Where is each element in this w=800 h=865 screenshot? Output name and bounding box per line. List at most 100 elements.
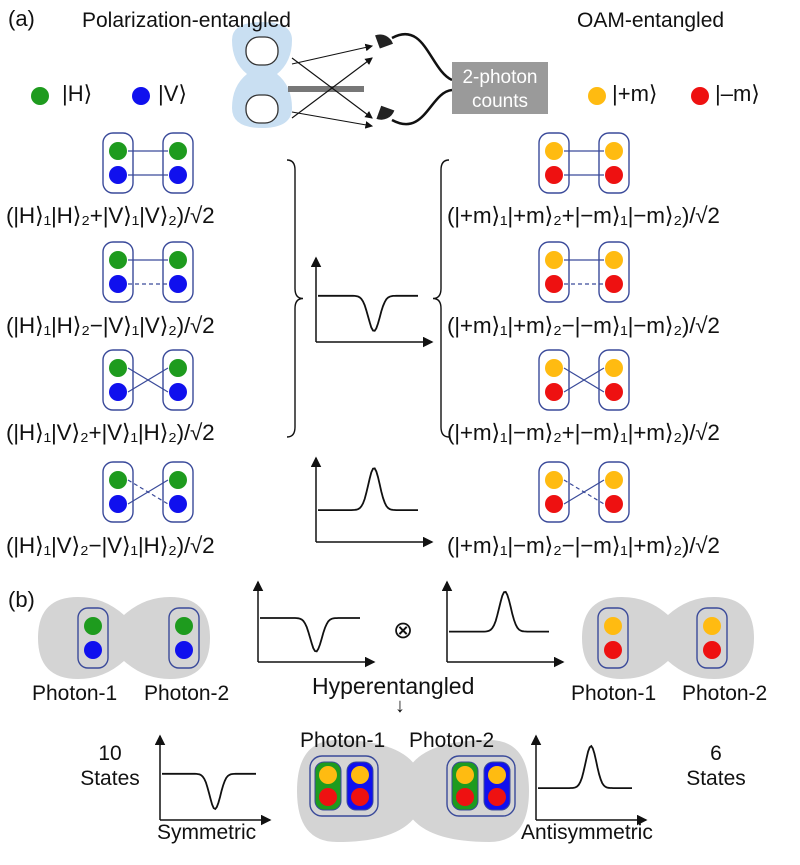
polarization-entangled-title: Polarization-entangled <box>82 9 291 32</box>
pol-phi-plus-photon2-top-dot <box>169 142 187 160</box>
left-photon2-box <box>168 607 200 669</box>
pol-psi-plus-link-cross-2 <box>127 367 169 393</box>
plot-b-symmetric-curve <box>162 772 256 811</box>
antisymmetric-count-unit: States <box>686 767 746 790</box>
symmetric-count-unit: States <box>80 767 140 790</box>
oam-psi-plus-link-cross-2 <box>563 367 605 393</box>
pol-psi-minus-photon2-bottom-dot <box>169 495 187 513</box>
pol-psi-minus-photon1-box <box>102 461 134 523</box>
plot-a-peak-curve <box>318 467 418 511</box>
fiber-bottom <box>391 88 453 126</box>
pol-psi-minus-photon1-bottom-dot <box>109 495 127 513</box>
pol-state-psi-plus: (|H⟩₁|V⟩₂+|V⟩₁|H⟩₂)/√2 <box>6 420 215 445</box>
right-photon1-box <box>597 607 629 669</box>
pol-phi-plus-photon1-bottom-dot <box>109 166 127 184</box>
pol-psi-plus-photon1-box <box>102 349 134 411</box>
legend-V-dot <box>132 87 150 105</box>
oam-phi-minus-photon2-box <box>598 241 630 303</box>
pol-psi-minus-photon2-top-dot <box>169 471 187 489</box>
oam-psi-plus-photon1-top-dot <box>545 359 563 377</box>
plot-b-antisymmetric-curve <box>538 744 632 789</box>
oam-psi-minus-photon1-box <box>538 461 570 523</box>
oam-phi-plus-photon2-top-dot <box>605 142 623 160</box>
panel-a-label: (a) <box>8 6 35 31</box>
hyper-photon1-V-plus-m-dot <box>351 766 369 784</box>
detector-top <box>375 34 394 49</box>
fiber-top <box>391 33 453 82</box>
pol-psi-plus-photon2-bottom-dot <box>169 383 187 401</box>
oam-phi-plus-photon1-box <box>538 132 570 194</box>
pol-state-psi-minus: (|H⟩₁|V⟩₂−|V⟩₁|H⟩₂)/√2 <box>6 533 215 558</box>
legend-V-label: |V⟩ <box>158 81 187 106</box>
right-photon1-label: Photon-1 <box>571 682 657 705</box>
legend-minus-m-label: |–m⟩ <box>715 81 760 106</box>
pol-phi-minus-photon1-top-dot <box>109 251 127 269</box>
hyperentangled-arrow: ↓ <box>395 695 405 717</box>
detector-bottom <box>376 105 395 120</box>
left-photon-pair-shape <box>38 597 210 679</box>
coincidence-counter <box>452 62 548 114</box>
pol-psi-plus-photon2-top-dot <box>169 359 187 377</box>
counter-label-line2: counts <box>472 91 528 112</box>
hyper-photon1-outer-box <box>309 755 379 817</box>
bottom-photon1-label: Photon-1 <box>300 729 386 752</box>
tensor-product-symbol: ⊗ <box>393 617 414 644</box>
left-photon1-box <box>77 607 109 669</box>
pol-phi-plus-photon2-bottom-dot <box>169 166 187 184</box>
oam-psi-minus-photon1-top-dot <box>545 471 563 489</box>
oam-psi-plus-photon2-box <box>598 349 630 411</box>
hyper-photon2-H-minus-m-dot <box>456 788 474 806</box>
right-photon2-box <box>696 607 728 669</box>
right-photon1-plus-m-dot <box>604 617 622 635</box>
hyperentangled-label: Hyperentangled <box>312 673 475 699</box>
source-window-top <box>245 36 279 66</box>
right-photon2-plus-m-dot <box>703 617 721 635</box>
oam-phi-plus-photon1-top-dot <box>545 142 563 160</box>
photon-path-2 <box>291 57 373 119</box>
pol-phi-plus-photon2-box <box>162 132 194 194</box>
hyper-photon2-outer-box <box>446 755 516 817</box>
antisymmetric-count: 6 <box>710 742 722 765</box>
oam-phi-plus-photon1-bottom-dot <box>545 166 563 184</box>
oam-phi-minus-photon2-top-dot <box>605 251 623 269</box>
pol-psi-plus-photon1-bottom-dot <box>109 383 127 401</box>
photon-path-4 <box>291 111 374 129</box>
oam-phi-minus-photon1-bottom-dot <box>545 275 563 293</box>
plot-a-dip-curve <box>318 294 418 332</box>
oam-phi-minus-photon2-bottom-dot <box>605 275 623 293</box>
oam-phi-minus-photon1-top-dot <box>545 251 563 269</box>
pol-phi-minus-photon1-box <box>102 241 134 303</box>
right-brace <box>432 159 450 438</box>
pol-phi-plus-photon1-top-dot <box>109 142 127 160</box>
oam-psi-plus-photon1-bottom-dot <box>545 383 563 401</box>
oam-entangled-title: OAM-entangled <box>577 9 725 32</box>
legend-minus-m-dot <box>691 87 709 105</box>
plot-b-peak-curve <box>449 590 549 633</box>
left-photon1-V-dot <box>84 641 102 659</box>
hyper-photon1-H-minus-m-dot <box>319 788 337 806</box>
right-photon1-minus-m-dot <box>604 641 622 659</box>
left-brace <box>286 159 304 438</box>
oam-state-phi-minus: (|+m⟩₁|+m⟩₂−|−m⟩₁|−m⟩₂)/√2 <box>447 313 720 338</box>
symmetric-label: Symmetric <box>157 821 257 844</box>
legend-plus-m-label: |+m⟩ <box>612 81 658 106</box>
symmetric-count: 10 <box>98 742 122 765</box>
legend-plus-m-dot <box>588 87 606 105</box>
oam-psi-minus-photon2-top-dot <box>605 471 623 489</box>
hyper-photon1-V-minus-m-dot <box>351 788 369 806</box>
pol-phi-plus-photon1-box <box>102 132 134 194</box>
pol-psi-plus-photon1-top-dot <box>109 359 127 377</box>
source-window-bottom <box>245 94 279 124</box>
panel-b-label: (b) <box>8 587 35 612</box>
right-photon2-minus-m-dot <box>703 641 721 659</box>
oam-phi-plus-photon2-bottom-dot <box>605 166 623 184</box>
plot-b-dip-curve <box>260 617 360 653</box>
hyper-photon1-H-plus-m-dot <box>319 766 337 784</box>
oam-psi-plus-photon2-top-dot <box>605 359 623 377</box>
right-photon-pair-shape <box>582 597 754 679</box>
oam-state-psi-plus: (|+m⟩₁|−m⟩₂+|−m⟩₁|+m⟩₂)/√2 <box>447 420 720 445</box>
left-photon2-label: Photon-2 <box>144 682 230 705</box>
left-photon2-V-dot <box>175 641 193 659</box>
oam-state-phi-plus: (|+m⟩₁|+m⟩₂+|−m⟩₁|−m⟩₂)/√2 <box>447 203 720 228</box>
